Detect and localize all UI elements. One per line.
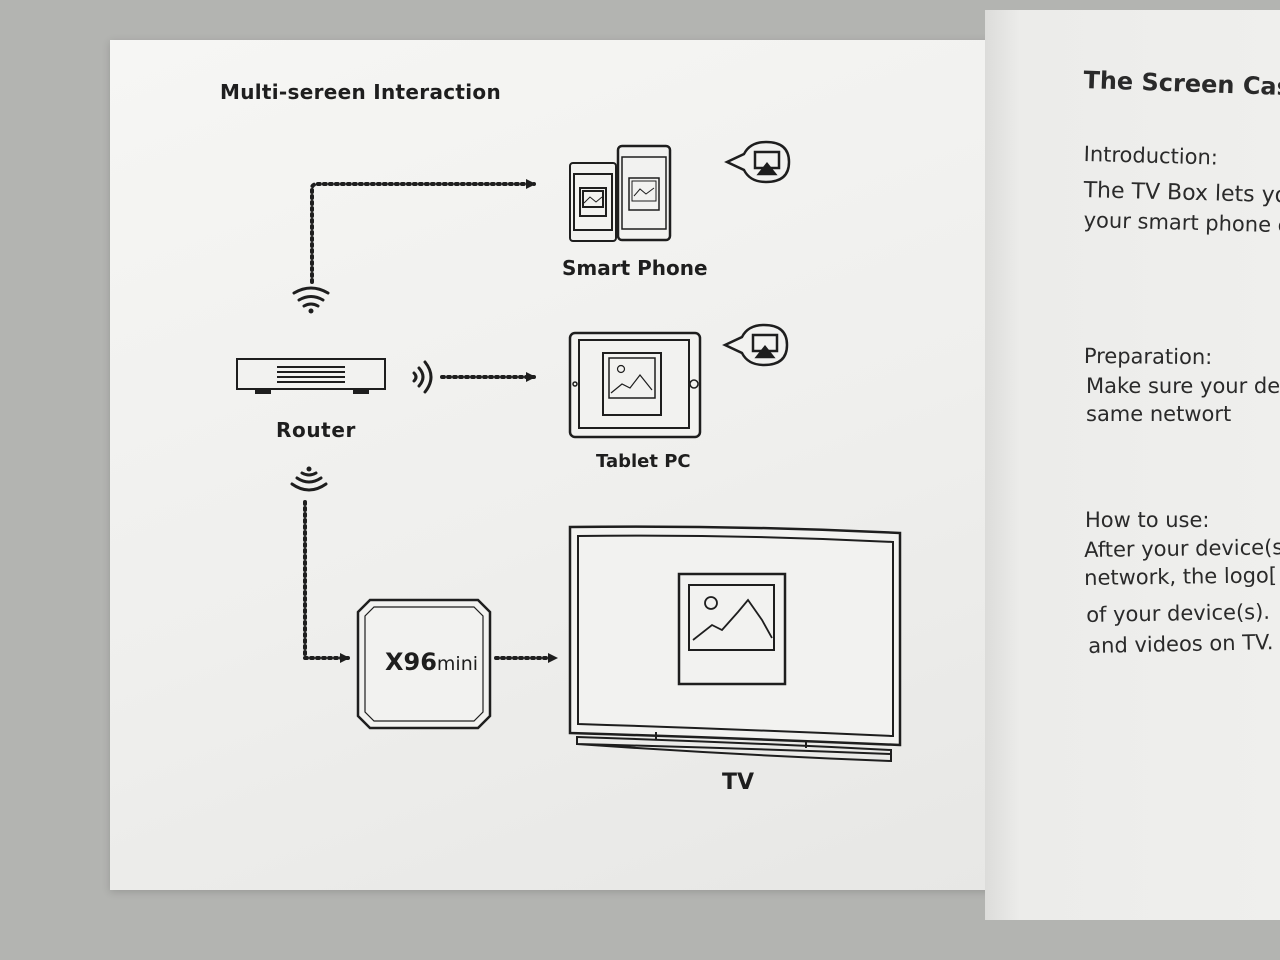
phone-icon (616, 144, 672, 242)
smart-phone-label: Smart Phone (562, 256, 708, 280)
how-to-use-line: network, the logo[ (1084, 563, 1278, 590)
tv-box-icon (356, 598, 492, 730)
how-to-use-line: After your device(s (1084, 535, 1280, 562)
preparation-heading: Preparation: (1083, 344, 1213, 370)
preparation-line: Make sure your de (1086, 374, 1280, 398)
box-brand: X96 (385, 648, 437, 676)
box-model: mini (436, 653, 479, 675)
wifi-icon (412, 360, 433, 394)
network-diagram (236, 140, 902, 763)
edge-router-box (303, 500, 350, 663)
airplay-icon (722, 323, 789, 367)
tablet-pc-label: Tablet PC (596, 451, 691, 472)
tv-label: TV (722, 770, 755, 795)
introduction-line: The TV Box lets yo (1083, 178, 1280, 209)
how-to-use-line: and videos on TV. (1088, 630, 1274, 658)
preparation-line: same networt (1086, 402, 1232, 426)
router-icon (236, 358, 386, 394)
wifi-icon (292, 286, 330, 314)
tv-icon (568, 525, 902, 763)
right-page (985, 10, 1280, 920)
router-label: Router (276, 418, 356, 442)
phone-icon (569, 162, 617, 242)
airplay-icon (724, 140, 791, 184)
tv-box-label: X96mini (385, 648, 478, 676)
edge-router-phone (310, 179, 536, 284)
how-to-use-line: of your device(s). (1086, 599, 1271, 627)
how-to-use-heading: How to use: (1085, 508, 1210, 532)
tablet-icon (568, 331, 702, 439)
introduction-heading: Introduction: (1083, 142, 1219, 170)
wifi-icon (290, 466, 328, 492)
diagram-title: Multi-sereen Interaction (220, 80, 501, 104)
